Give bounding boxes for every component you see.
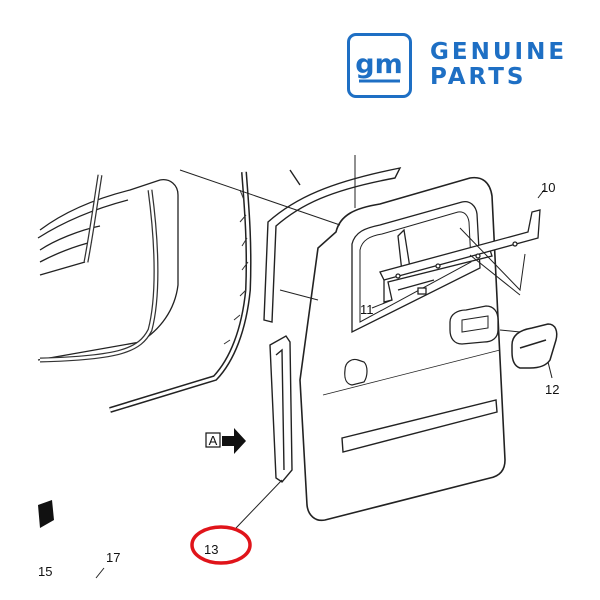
- rear-door-shell: [299, 176, 506, 522]
- gm-logo: gm: [347, 33, 412, 98]
- highlight-circle: [190, 525, 252, 565]
- upper-frame-channel: [263, 167, 402, 323]
- callout-12: 12: [545, 382, 559, 397]
- callout-13: 13: [204, 542, 218, 557]
- pillar-seal-part-13: [269, 335, 293, 483]
- callout-15: 15: [38, 564, 52, 579]
- callout-11: 11: [360, 302, 374, 317]
- partial-part-fragment: [38, 500, 54, 528]
- weatherstrip: [109, 171, 252, 413]
- gm-logo-text: gm: [355, 49, 402, 80]
- leader-lines: [95, 155, 553, 579]
- genuine-parts-wordmark: GENUINE PARTS: [430, 40, 567, 90]
- brand-line-parts: PARTS: [430, 64, 527, 90]
- exterior-handle-part-12: [511, 323, 558, 369]
- callout-17: 17: [106, 550, 120, 565]
- belt-molding-part-10: [379, 209, 541, 281]
- view-a-label: A: [209, 433, 218, 448]
- callout-10: 10: [541, 180, 555, 195]
- view-a-marker: A: [205, 428, 246, 454]
- brand-line-genuine: GENUINE: [430, 39, 568, 65]
- gm-logo-mark: gm: [355, 49, 403, 83]
- body-door-opening: [37, 174, 179, 363]
